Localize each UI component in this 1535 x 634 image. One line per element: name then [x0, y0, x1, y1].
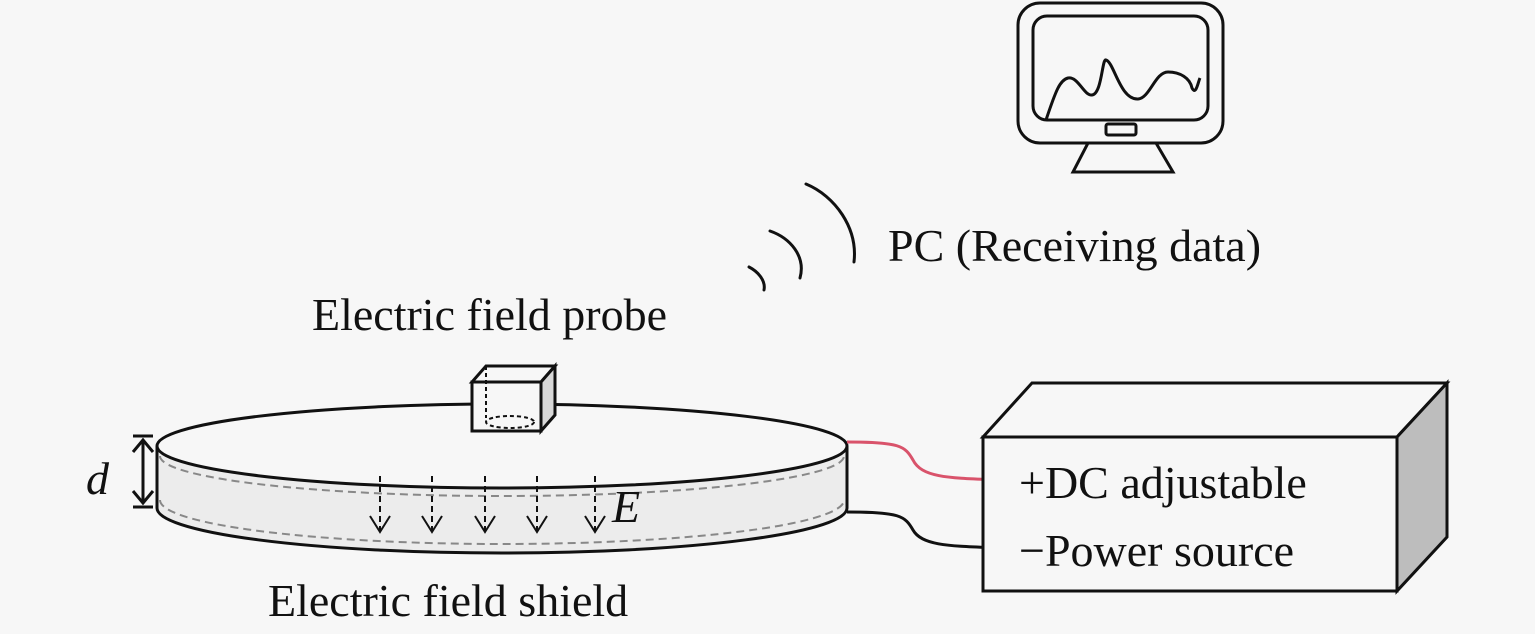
wireless-signal-icon [747, 182, 856, 292]
shield-label: Electric field shield [268, 575, 628, 626]
power-source-box [979, 379, 1451, 595]
field-arrow [421, 476, 443, 534]
field-arrow [526, 476, 548, 534]
wireless-arc-medium [768, 229, 803, 280]
monitor-button [1104, 122, 1138, 137]
wireless-arc-large [804, 182, 856, 264]
power-source-label: −Power source [1019, 525, 1294, 576]
probe-front-face [470, 380, 543, 433]
monitor-screen [1031, 14, 1210, 122]
electric-field-shield [155, 402, 849, 555]
field-arrow [474, 476, 496, 534]
gap-dimension [131, 434, 155, 509]
upper-plate-dashed [159, 455, 845, 497]
positive-wire [846, 440, 1001, 482]
field-label: E [611, 481, 640, 532]
electric-field-probe-icon [468, 362, 559, 435]
probe-label: Electric field probe [312, 289, 667, 340]
lower-plate-dashed [159, 499, 845, 545]
shield-side-outline [155, 446, 849, 555]
field-arrow [369, 476, 391, 534]
pc-monitor-icon [1016, 1, 1225, 174]
field-arrow [584, 476, 606, 534]
dc-adjustable-label: +DC adjustable [1019, 457, 1307, 508]
negative-wire [846, 510, 1001, 550]
pc-label: PC (Receiving data) [888, 220, 1261, 271]
box-top-face [979, 381, 1451, 439]
signal-waveform [1044, 58, 1202, 121]
wireless-arc-small [747, 265, 766, 292]
field-arrows [369, 476, 606, 534]
gap-label: d [86, 453, 110, 504]
monitor-outer-frame [1016, 1, 1225, 145]
box-front-face [981, 435, 1399, 593]
monitor-stand [1070, 141, 1176, 174]
